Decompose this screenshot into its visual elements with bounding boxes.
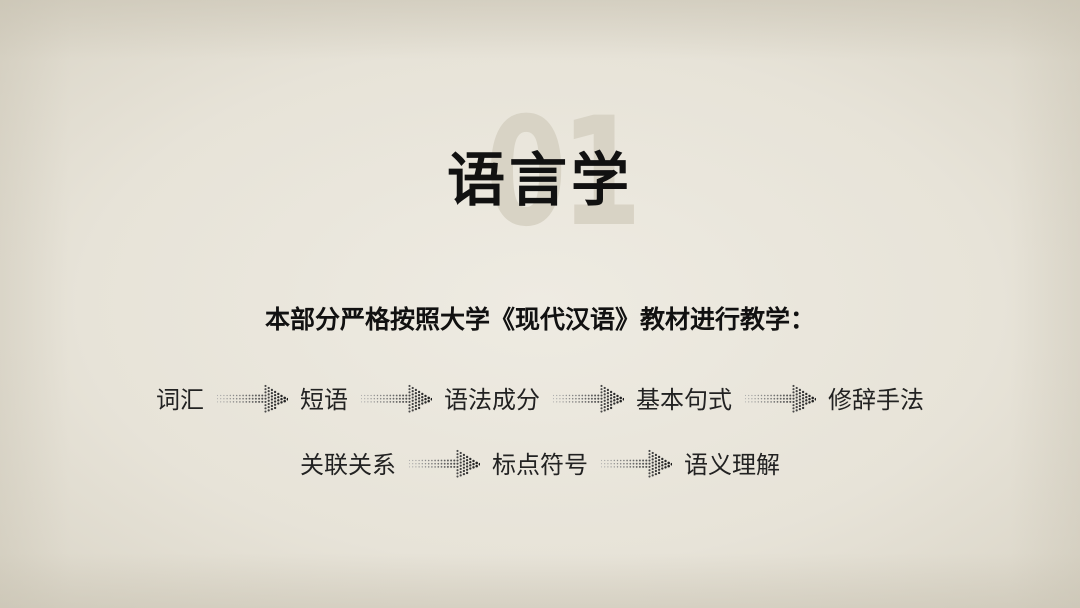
dotted-arrow-right-icon [744,384,816,413]
section-title: 语言学 [446,146,633,214]
flow-step: 修辞手法 [828,386,924,414]
dotted-arrow-right-icon [216,384,288,413]
flow-step: 关联关系 [300,451,396,479]
flow-step: 语法成分 [444,386,540,414]
dotted-arrow-right-icon [360,384,432,413]
dotted-arrow-right-icon [600,449,672,478]
dotted-arrow-right-icon [552,384,624,413]
flow-step: 基本句式 [636,386,732,414]
flow-row-2: 关联关系 标点符号 语义理解 [0,443,1080,487]
flow-step: 短语 [300,386,348,414]
flow-step: 词汇 [156,386,204,414]
flow-row-1: 词汇 短语 语法成分 基本句式 修辞手法 [0,378,1080,422]
flow-step: 标点符号 [492,451,588,479]
flow-step: 语义理解 [684,451,780,479]
dotted-arrow-right-icon [408,449,480,478]
section-subtitle: 本部分严格按照大学《现代汉语》教材进行教学： [264,305,815,334]
